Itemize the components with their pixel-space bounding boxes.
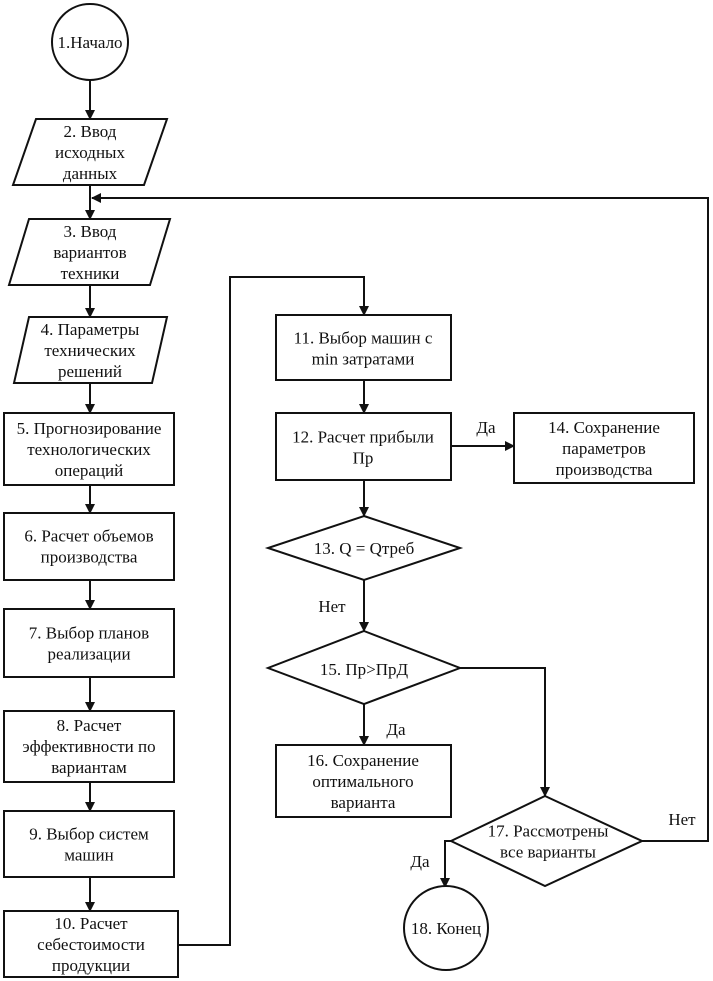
node-13-label: 13. Q = Qтреб	[314, 539, 414, 558]
node-n16-line-2: оптимального	[312, 772, 413, 791]
node-9-machine-systems: 9. Выбор систем машин	[3, 810, 175, 878]
node-n5-line-3: операций	[55, 461, 123, 480]
node-n4-line-3: решений	[58, 362, 122, 381]
node-n17-line-2: все варианты	[500, 843, 596, 862]
node-3-input-variants: 3. Ввод вариантов техники	[7, 218, 172, 286]
node-n7-line-2: реализации	[47, 645, 130, 664]
arrow-17-loop	[91, 193, 709, 842]
node-1-start: 1.Начало	[51, 3, 129, 81]
node-n3-line-3: техники	[61, 264, 120, 283]
node-15-label: 15. Пр>ПрД	[320, 660, 409, 679]
node-n3-line-1: 3. Ввод	[64, 222, 117, 241]
node-11-min-cost-machines: 11. Выбор машин с min затратами	[275, 314, 452, 381]
svg-text:18. Конец: 18. Конец	[411, 919, 481, 938]
node-10-cost-calc: 10. Расчет себестоимости продукции	[3, 910, 179, 978]
node-n6-line-2: производства	[41, 548, 138, 567]
node-n8-line-2: эффективности по	[22, 737, 155, 756]
node-n9-line-1: 9. Выбор систем	[29, 825, 149, 844]
node-n10-line-2: себестоимости	[37, 935, 145, 954]
edge-label-yes-17-18: Да	[410, 852, 430, 871]
edge-label-no-13-15: Нет	[318, 597, 346, 616]
node-17-decision-all-variants: 17. Рассмотрены все варианты	[448, 794, 645, 888]
node-n3-line-2: вариантов	[53, 243, 126, 262]
node-n8-line-3: вариантам	[51, 758, 127, 777]
node-n12-line-1: 12. Расчет прибыли	[292, 428, 434, 447]
svg-text:1.Начало: 1.Начало	[57, 33, 122, 52]
node-n2-line-3: данных	[63, 164, 118, 183]
node-n14-line-1: 14. Сохранение	[548, 418, 660, 437]
node-n16-line-1: 16. Сохранение	[307, 751, 419, 770]
node-16-save-optimal: 16. Сохранение оптимального варианта	[275, 744, 452, 818]
node-n1-line-1: 1.Начало	[57, 33, 122, 52]
arrow-17-18	[440, 840, 451, 888]
connectors	[85, 80, 709, 946]
node-7-plan-selection: 7. Выбор планов реализации	[3, 608, 175, 678]
node-n11-line-2: min затратами	[312, 350, 415, 369]
arrow-15-17	[460, 667, 550, 797]
node-n4-line-2: технических	[44, 341, 136, 360]
node-8-efficiency-calc: 8. Расчет эффективности по вариантам	[3, 710, 175, 783]
node-n16-line-3: варианта	[331, 793, 396, 812]
node-15-decision-profit: 15. Пр>ПрД	[265, 629, 463, 706]
node-n11-line-1: 11. Выбор машин с	[294, 329, 433, 348]
node-n8-line-1: 8. Расчет	[57, 716, 122, 735]
node-n2-line-1: 2. Ввод	[64, 122, 117, 141]
node-n14-line-2: параметров	[562, 439, 646, 458]
node-5-forecasting: 5. Прогнозирование технологических операци…	[3, 412, 175, 486]
node-n5-line-1: 5. Прогнозирование	[17, 419, 162, 438]
node-2-input-data: 2. Ввод исходных данных	[11, 118, 169, 186]
node-n5-line-2: технологических	[27, 440, 151, 459]
node-n17-line-1: 17. Рассмотрены	[488, 822, 609, 841]
node-n7-line-1: 7. Выбор планов	[29, 624, 149, 643]
node-6-volume-calc: 6. Расчет объемов производства	[3, 512, 175, 581]
edge-label-yes-15-16: Да	[386, 720, 406, 739]
node-18-end: 18. Конец	[403, 885, 489, 971]
node-n14-line-3: производства	[556, 460, 653, 479]
edge-labels: Да Нет Да Нет Да	[318, 418, 696, 871]
node-n10-line-3: продукции	[52, 956, 130, 975]
edge-label-yes-12-14: Да	[476, 418, 496, 437]
arrow-10-11	[178, 276, 369, 946]
node-4-parameters: 4. Параметры технических решений	[12, 316, 169, 384]
node-n18-line-1: 18. Конец	[411, 919, 481, 938]
node-n9-line-2: машин	[64, 846, 113, 865]
node-n6-line-1: 6. Расчет объемов	[24, 527, 153, 546]
node-n10-line-1: 10. Расчет	[54, 914, 128, 933]
node-n12-line-2: Пр	[353, 449, 374, 468]
node-13-decision-q: 13. Q = Qтреб	[264, 514, 464, 582]
edge-label-no-17: Нет	[668, 810, 696, 829]
node-n4-line-1: 4. Параметры	[41, 320, 140, 339]
node-14-save-params: 14. Сохранение параметров производства	[513, 412, 695, 484]
node-n2-line-2: исходных	[55, 143, 125, 162]
